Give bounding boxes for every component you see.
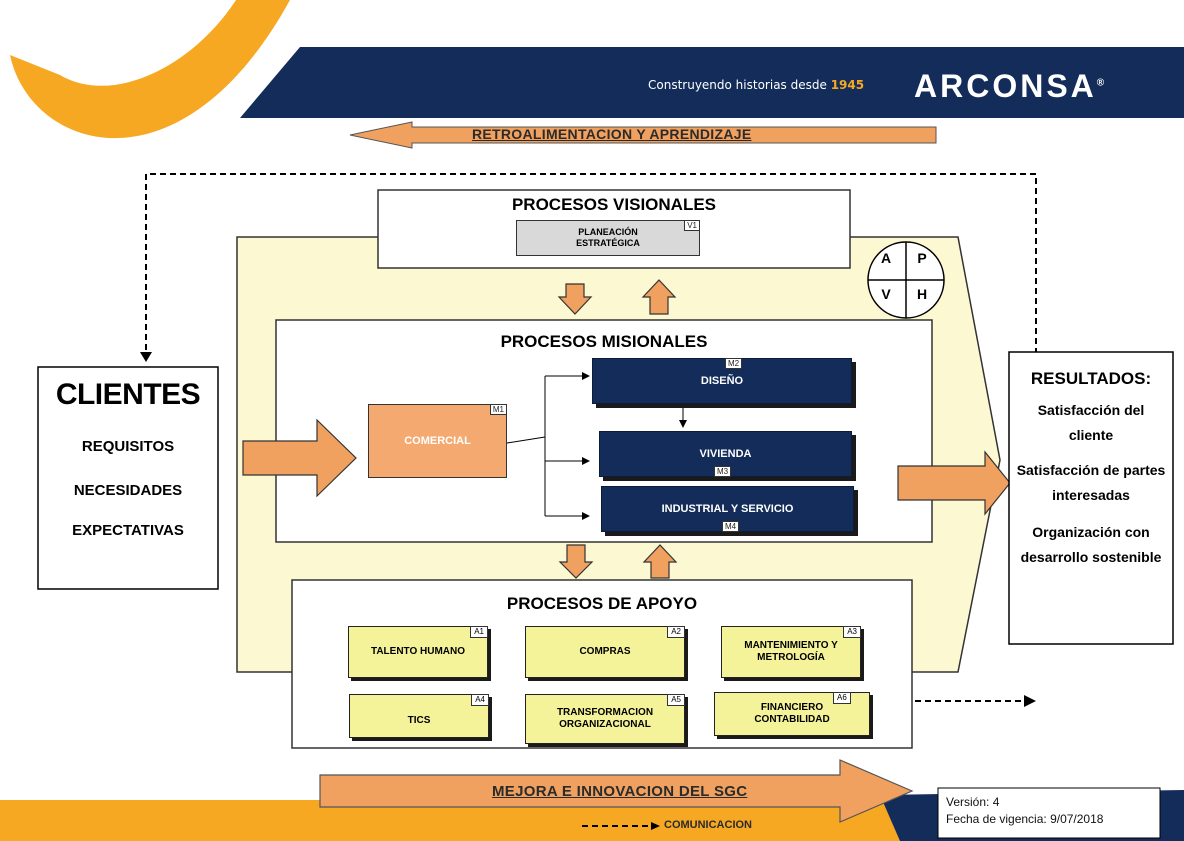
phva-p: P [917, 250, 927, 266]
header-band [240, 47, 1184, 118]
diseno-code: M2 [725, 358, 743, 369]
up-arrow-top [641, 279, 677, 315]
tagline-year: 1945 [830, 78, 865, 92]
planeacion-label: PLANEACIÓN ESTRATÉGICA [576, 227, 640, 248]
version-frame [937, 787, 1161, 839]
planeacion-box[interactable]: PLANEACIÓN ESTRATÉGICA V1 [516, 220, 700, 256]
comercial-code: M1 [489, 404, 507, 415]
down-arrow-bottom [558, 544, 594, 579]
legend-arrowhead [651, 822, 660, 830]
industrial-label: INDUSTRIAL Y SERVICIO [661, 503, 794, 515]
clientes-expectativas: EXPECTATIVAS [72, 522, 184, 539]
resultado-partes-interesadas: Satisfacción de partes interesadas [1016, 462, 1166, 503]
arconsa-logo: ARCONSA® [914, 68, 1107, 105]
tics-code: A4 [471, 694, 489, 706]
feedback-arrow-label: RETROALIMENTACION Y APRENDIZAJE [472, 126, 752, 142]
logo-mark: ® [1096, 77, 1108, 89]
phva-a: A [880, 250, 892, 266]
connector-arrowhead [582, 372, 590, 380]
header-tagline: Construyendo historias desde 1945 [648, 78, 864, 92]
financiero-label: FINANCIERO CONTABILIDAD [754, 702, 830, 725]
output-arrow [897, 450, 1011, 516]
phva-h: H [916, 286, 928, 302]
input-arrow [242, 418, 357, 498]
improvement-arrow-shape [319, 759, 914, 823]
talento-humano-box[interactable]: TALENTO HUMANO A1 [348, 626, 488, 678]
industrial-code: M4 [722, 521, 740, 532]
communication-arrowhead [140, 352, 152, 362]
transformacion-label: TRANSFORMACION ORGANIZACIONAL [556, 707, 654, 730]
legend-label: COMUNICACION [664, 819, 752, 831]
vivienda-label: VIVIENDA [699, 448, 752, 460]
comercial-box[interactable]: COMERCIAL M1 [368, 404, 507, 478]
apoyo-title: PROCESOS DE APOYO [506, 594, 698, 613]
tics-label: TICS [407, 715, 431, 726]
tagline-text: Construyendo historias desde [648, 78, 827, 92]
compras-label: COMPRAS [579, 646, 631, 657]
financiero-box[interactable]: FINANCIERO CONTABILIDAD A6 [714, 692, 870, 736]
compras-box[interactable]: COMPRAS A2 [525, 626, 685, 678]
diseno-box[interactable]: DISEÑO M2 [592, 358, 852, 404]
resultados-frame [1008, 351, 1174, 645]
industrial-box[interactable]: INDUSTRIAL Y SERVICIO M4 [601, 486, 854, 532]
transformacion-code: A5 [667, 694, 685, 706]
diseno-label: DISEÑO [700, 375, 744, 387]
resultados-title: RESULTADOS: [1030, 369, 1152, 388]
mantenimiento-label: MANTENIMIENTO Y METROLOGÍA [744, 640, 838, 663]
version-text: Versión: 4 [946, 795, 1000, 809]
talento-humano-code: A1 [470, 626, 488, 638]
up-arrow-bottom [642, 544, 678, 579]
talento-humano-label: TALENTO HUMANO [370, 646, 466, 657]
resultado-satisfaccion-cliente: Satisfacción del cliente [1037, 402, 1145, 443]
logo-text: ARCONSA [914, 68, 1097, 104]
clientes-necesidades: NECESIDADES [73, 482, 183, 499]
transformacion-box[interactable]: TRANSFORMACION ORGANIZACIONAL A5 [525, 694, 685, 744]
visionales-title: PROCESOS VISIONALES [511, 195, 717, 214]
vivienda-box[interactable]: VIVIENDA M3 [599, 431, 852, 477]
compras-code: A2 [667, 626, 685, 638]
mantenimiento-code: A3 [843, 626, 861, 638]
clientes-requisitos: REQUISITOS [81, 438, 175, 455]
tics-box[interactable]: TICS A4 [349, 694, 489, 738]
connector-arrowhead [679, 420, 687, 428]
comm-side-arrow-right [1024, 695, 1036, 707]
brand-arc-shape [10, 0, 290, 139]
connector-arrowhead [582, 457, 590, 465]
financiero-code: A6 [833, 692, 851, 704]
misionales-title: PROCESOS MISIONALES [500, 332, 708, 351]
resultado-desarrollo-sostenible: Organización con desarrollo sostenible [1020, 524, 1162, 565]
connector-line [506, 436, 546, 444]
down-arrow-top [557, 283, 593, 315]
improvement-arrow-label: MEJORA E INNOVACION DEL SGC [492, 783, 748, 800]
mantenimiento-box[interactable]: MANTENIMIENTO Y METROLOGÍA A3 [721, 626, 861, 678]
planeacion-code: V1 [684, 220, 700, 231]
comercial-label: COMERCIAL [404, 435, 471, 447]
connector-arrowhead [582, 512, 590, 520]
feedback-arrow-shape [349, 121, 937, 149]
clientes-frame [37, 366, 219, 590]
communication-dashed-line [145, 173, 1037, 355]
vivienda-code: M3 [714, 466, 732, 477]
clientes-title: CLIENTES [55, 378, 201, 411]
version-date: Fecha de vigencia: 9/07/2018 [946, 812, 1104, 826]
phva-v: V [881, 286, 891, 302]
